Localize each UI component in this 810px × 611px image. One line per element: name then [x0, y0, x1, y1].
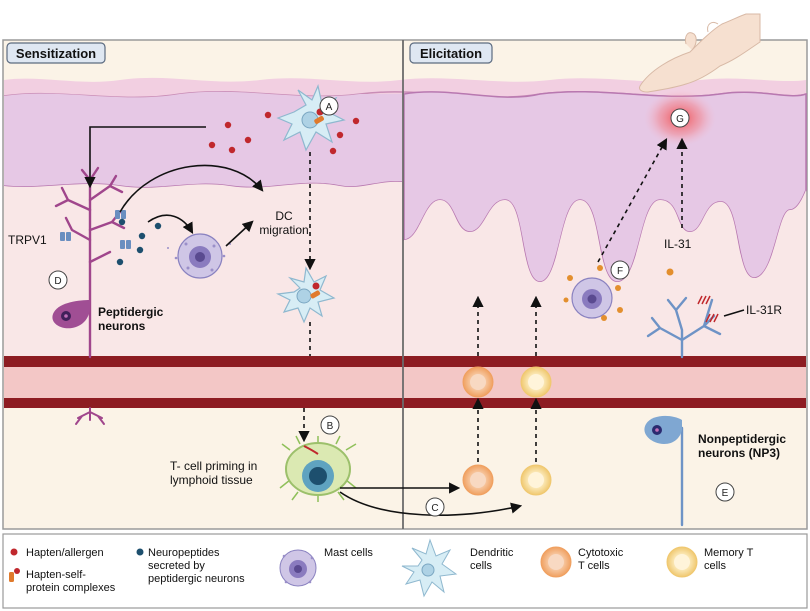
peptidergic-label-line1: Peptidergic [98, 305, 164, 319]
legend-hapten-self-line2: protein complexes [26, 582, 116, 594]
hapten-dots [208, 111, 360, 155]
il31-dot [666, 268, 674, 276]
legend-neuropeptides-line2: secreted by [148, 560, 205, 572]
mast-cell-left [167, 233, 231, 279]
mast-cell-icon [279, 549, 317, 587]
nonpeptidergic-soma [644, 415, 682, 444]
legend-cytotoxic-line2: T cells [578, 560, 610, 572]
marker-a: A [319, 96, 339, 116]
vessel-lumen [4, 367, 806, 398]
dendritic-cell-icon [401, 538, 458, 598]
tcell-priming-label-line2: lymphoid tissue [170, 473, 253, 487]
nonpeptidergic-label-line2: neurons (NP3) [698, 446, 780, 460]
legend-memory-line1: Memory T [704, 547, 754, 559]
arrows [84, 126, 745, 516]
memory-t-cell-icon [666, 546, 698, 578]
cytotoxic-t-cell-lymph [462, 464, 494, 496]
marker-f: F [610, 260, 630, 280]
marker-g-text: G [676, 114, 684, 125]
marker-b: B [320, 415, 340, 435]
dendritic-cell-dermis [275, 266, 336, 324]
memory-t-cell-vessel [520, 366, 552, 398]
marker-e-text: E [722, 488, 729, 499]
hapten-dot-icon [10, 548, 18, 556]
peptidergic-roots [75, 407, 105, 425]
legend-memory-line2: cells [704, 560, 727, 572]
neuropeptide-dots [116, 218, 162, 266]
cytotoxic-t-cell-vessel [462, 366, 494, 398]
lymph-node-priming [279, 435, 357, 502]
peptidergic-label-line2: neurons [98, 319, 146, 333]
elicitation-title-box: Elicitation [409, 42, 493, 64]
legend-mast-cells: Mast cells [324, 547, 373, 559]
legend-hapten-self-line1: Hapten-self- [26, 569, 86, 581]
nonpeptidergic-label-line1: Nonpeptidergic [698, 432, 786, 446]
il31r-label: IL-31R [746, 303, 782, 317]
hand-icon [639, 13, 761, 93]
marker-f-text: F [617, 266, 623, 277]
legend-dendritic-line2: cells [470, 560, 493, 572]
legend-dendritic-line1: Dendritic [470, 547, 514, 559]
epidermis-left [4, 91, 402, 188]
trpv1-label: TRPV1 [8, 233, 47, 247]
legend-neuropeptides-line3: peptidergic neurons [148, 573, 245, 585]
tcell-priming-label-line1: T- cell priming in [170, 459, 257, 473]
legend-neuropeptides-line1: Neuropeptides [148, 547, 220, 559]
elicitation-title: Elicitation [420, 46, 482, 61]
vessel-wall-bottom [4, 398, 806, 408]
marker-g: G [670, 108, 690, 128]
nonpeptidergic-neuron [646, 296, 722, 527]
dermis-right [404, 190, 806, 357]
marker-a-text: A [326, 102, 333, 113]
marker-c: C [425, 497, 445, 517]
marker-b-text: B [327, 421, 334, 432]
il31r-receptor-icon [697, 295, 719, 323]
cytotoxic-t-cell-icon [540, 546, 572, 578]
vessel-wall-top [4, 356, 806, 367]
legend: Hapten/allergen Hapten-self- protein com… [2, 533, 808, 609]
marker-d-text: D [54, 276, 61, 287]
legend-hapten-allergen: Hapten/allergen [26, 547, 104, 559]
peptidergic-soma [52, 300, 90, 329]
trpv1-receptor-icon [60, 210, 131, 249]
sensitization-title: Sensitization [16, 46, 96, 61]
sensitization-title-box: Sensitization [6, 42, 106, 64]
legend-cytotoxic-line1: Cytotoxic [578, 547, 624, 559]
dc-migration-label-line1: DC [275, 209, 293, 223]
marker-e: E [715, 482, 735, 502]
neuropeptide-dot-icon [136, 548, 144, 556]
hapten-complex-icon [9, 568, 20, 582]
marker-d: D [48, 270, 68, 290]
mast-cell-right [563, 265, 623, 321]
il31-label: IL-31 [664, 237, 692, 251]
memory-t-cell-lymph [520, 464, 552, 496]
marker-c-text: C [431, 503, 438, 514]
dc-migration-label-line2: migration [259, 223, 308, 237]
